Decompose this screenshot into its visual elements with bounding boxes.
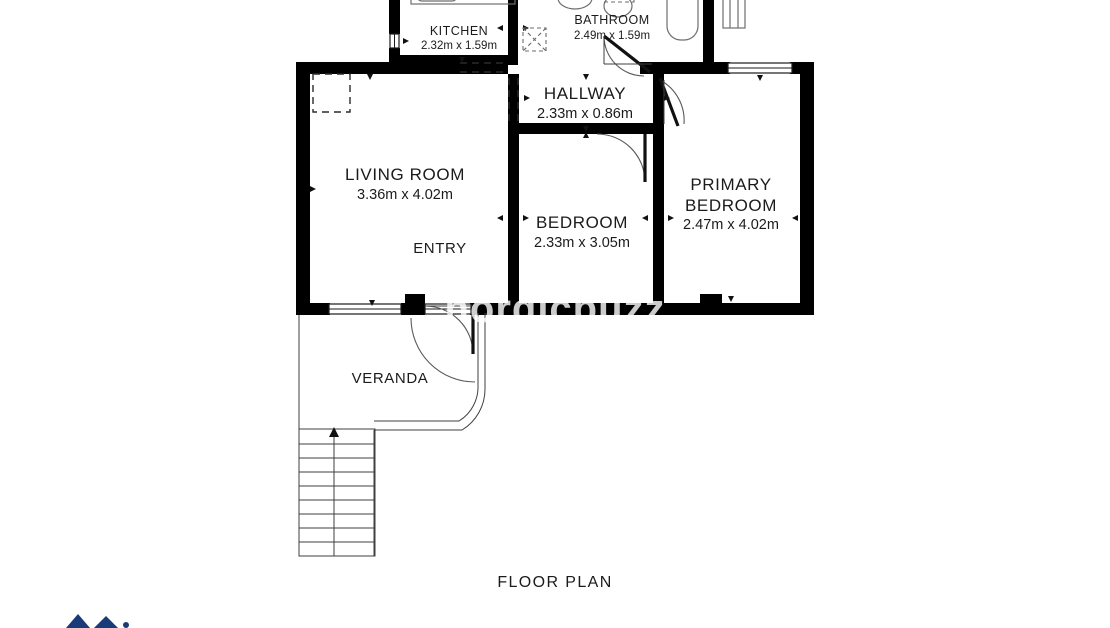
hallway-dimensions: 2.33m x 0.86m — [537, 106, 633, 122]
label-hallway: HALLWAY 2.33m x 0.86m — [537, 84, 633, 122]
kitchen-fixtures — [410, 0, 516, 5]
wall-bottom-seg4 — [700, 303, 814, 315]
window-top-right-primary — [727, 62, 793, 81]
veranda-label: VERANDA — [352, 370, 429, 387]
kitchen-dimensions: 2.32m x 1.59m — [421, 40, 497, 52]
wall-kitchen-left-upper — [389, 0, 400, 34]
window-kitchen-left — [389, 33, 409, 49]
opening-hallway-left — [508, 78, 530, 124]
bathroom-name: BATHROOM — [574, 13, 649, 27]
wall-bedroom-primary — [653, 74, 664, 315]
kitchen-name: KITCHEN — [430, 24, 488, 38]
bathroom-dimensions: 2.49m x 1.59m — [574, 30, 650, 42]
wall-kitchen-bathroom-divider — [508, 0, 518, 65]
label-living-room: LIVING ROOM 3.36m x 4.02m — [345, 165, 465, 203]
wall-bathroom-right — [703, 0, 714, 62]
bathroom-fixtures — [557, 0, 746, 41]
veranda-stairs — [298, 427, 376, 557]
entry-label: ENTRY — [413, 240, 467, 257]
stair-up-arrow — [329, 427, 339, 437]
wall-right-outer — [800, 62, 814, 315]
wall-top-right-a — [714, 62, 730, 74]
label-bathroom: BATHROOM 2.49m x 1.59m — [574, 13, 650, 42]
dimension-ticks — [310, 74, 798, 302]
window-bottom-living — [328, 300, 402, 315]
label-primary-bedroom: PRIMARY BEDROOM 2.47m x 4.02m — [683, 175, 779, 233]
wall-top-hall — [640, 62, 715, 74]
window-bottom-bedroom — [424, 303, 472, 315]
closet-living-room — [312, 73, 351, 113]
door-entry-outer-swing — [410, 317, 476, 383]
door-bathroom — [603, 34, 652, 77]
watermark-text: nordicbuzz — [444, 287, 665, 331]
label-bedroom: BEDROOM 2.33m x 3.05m — [534, 213, 630, 251]
bedroom-name: BEDROOM — [536, 213, 628, 232]
primary-bedroom-dimensions: 2.47m x 4.02m — [683, 217, 779, 233]
plan-title: FLOOR PLAN — [497, 574, 612, 591]
opening-kitchen-living — [459, 57, 508, 73]
bedroom-dimensions: 2.33m x 3.05m — [534, 235, 630, 251]
hallway-name: HALLWAY — [544, 84, 626, 103]
door-bedroom — [596, 133, 647, 183]
door-primary-bedroom — [658, 77, 685, 127]
primary-bedroom-name-line1: PRIMARY — [690, 175, 771, 194]
wall-bottom-seg3 — [470, 303, 700, 315]
living-room-name: LIVING ROOM — [345, 165, 465, 184]
label-kitchen: KITCHEN 2.32m x 1.59m — [421, 24, 497, 52]
primary-bedroom-name-line2: BEDROOM — [685, 196, 777, 215]
wall-living-bedroom — [508, 74, 519, 315]
veranda-outline — [298, 313, 486, 557]
door-entry — [424, 305, 475, 355]
wall-left-outer — [296, 62, 310, 315]
service-duct-hallway — [522, 27, 547, 52]
wall-kitchen-bottom — [389, 55, 509, 65]
wall-bottom-seg1 — [296, 303, 330, 315]
wall-bottom-jamb — [405, 294, 425, 306]
living-room-dimensions: 3.36m x 4.02m — [357, 187, 453, 203]
wall-top-living — [296, 62, 508, 74]
upper-block-walls — [389, 0, 714, 65]
main-outer-walls — [296, 62, 814, 315]
